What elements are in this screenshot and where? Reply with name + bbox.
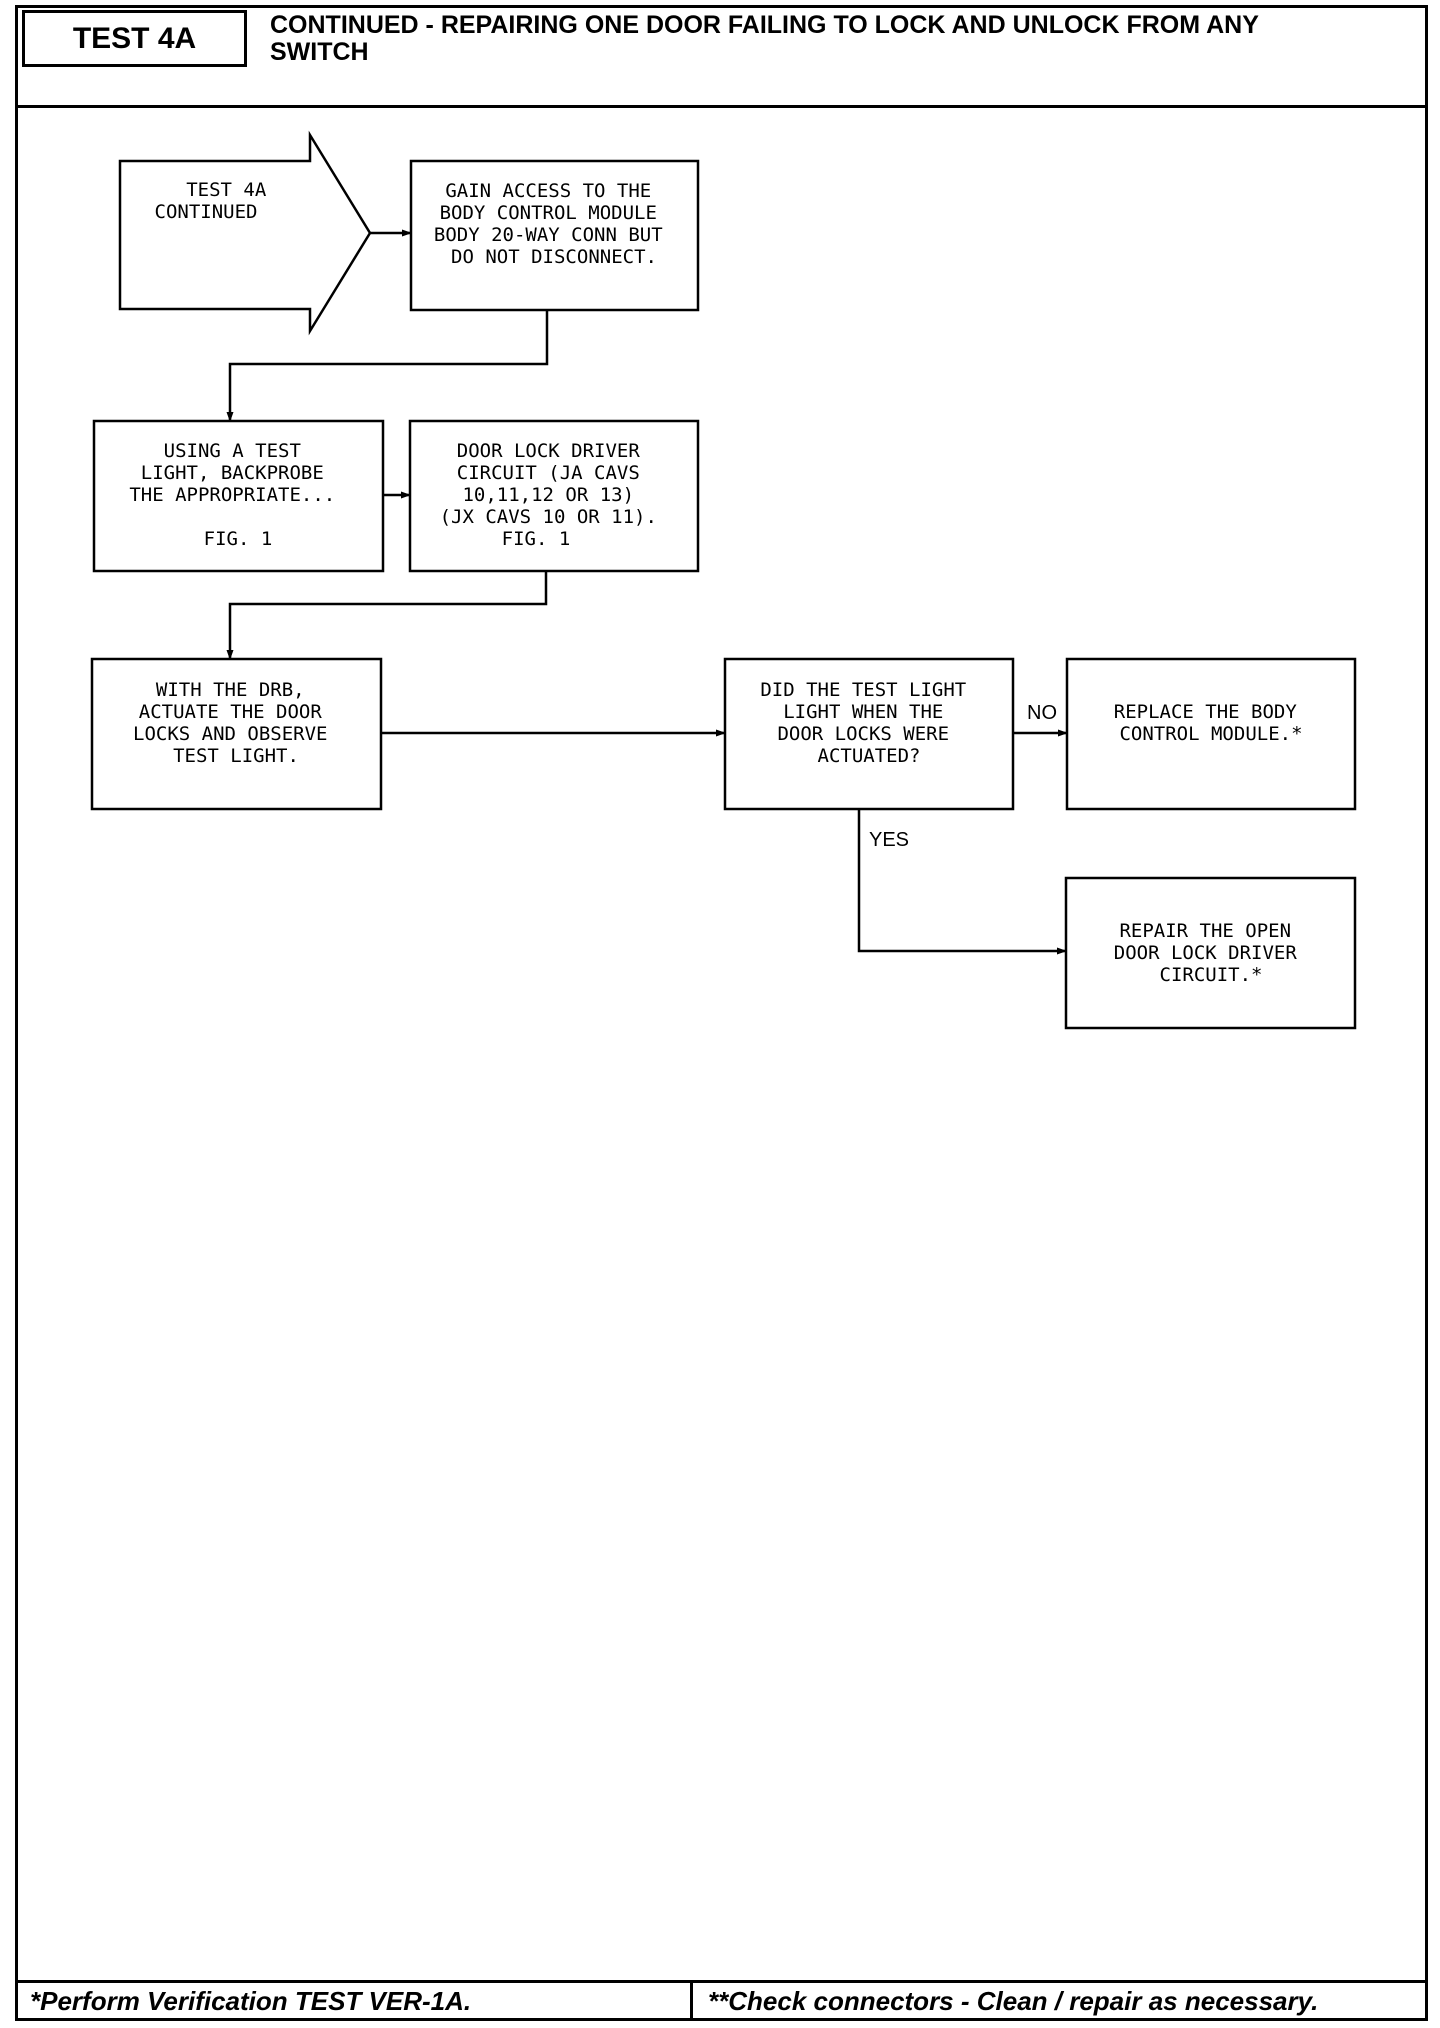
decision-line: LIGHT WHEN THE [783, 701, 943, 723]
repair-circuit-text: REPAIR THE OPEN DOOR LOCK DRIVER CIRCUIT… [1114, 920, 1308, 986]
decision-line: DID THE TEST LIGHT [760, 679, 966, 701]
header-divider [15, 105, 1428, 108]
repair-circuit-line: REPAIR THE OPEN [1119, 920, 1291, 942]
backprobe-text: USING A TEST LIGHT, BACKPROBE THE APPROP… [129, 440, 346, 550]
connector-decision-yes [857, 809, 1067, 955]
actuate-line: WITH THE DRB, [156, 679, 305, 701]
decision-line: DOOR LOCKS WERE [777, 723, 949, 745]
no-label: NO [1027, 702, 1057, 724]
footer-divider [15, 1980, 1428, 1983]
backprobe-box [92, 419, 385, 573]
driver-circuit-text: DOOR LOCK DRIVER CIRCUIT (JA CAVS 10,11,… [440, 440, 669, 550]
gain-access-line: BODY CONTROL MODULE [440, 202, 657, 224]
backprobe-line: THE APPROPRIATE... [129, 484, 335, 506]
replace-module-box [1065, 657, 1357, 811]
connector-driver-to-actuate [226, 571, 548, 660]
start-arrow-shape [118, 130, 372, 336]
footer-verification-note: *Perform Verification TEST VER-1A. [30, 1986, 472, 2016]
footer-connector-note: **Check connectors - Clean / repair as n… [708, 1986, 1319, 2016]
backprobe-line: LIGHT, BACKPROBE [141, 462, 324, 484]
page-frame [15, 5, 1428, 2021]
repair-circuit-step: REPAIR THE OPEN DOOR LOCK DRIVER CIRCUIT… [1064, 876, 1357, 1030]
driver-circuit-line: 10,11,12 OR 13) [462, 484, 634, 506]
driver-circuit-line: DOOR LOCK DRIVER [457, 440, 641, 462]
decision-line: ACTUATED? [818, 745, 921, 767]
decision-box [723, 657, 1015, 811]
replace-module-line: REPLACE THE BODY [1114, 701, 1298, 723]
test-number-label: TEST 4A [72, 21, 197, 55]
backprobe-step: USING A TEST LIGHT, BACKPROBE THE APPROP… [92, 419, 385, 573]
start-text: TEST 4A CONTINUED [155, 179, 278, 223]
repair-circuit-line: DOOR LOCK DRIVER [1114, 942, 1298, 964]
replace-module-line: CONTROL MODULE.* [1119, 723, 1302, 745]
repair-circuit-line: CIRCUIT.* [1160, 964, 1263, 986]
page-title: CONTINUED - REPAIRING ONE DOOR FAILING T… [270, 12, 1420, 66]
actuate-line: LOCKS AND OBSERVE [133, 723, 327, 745]
start-node: TEST 4A CONTINUED [118, 130, 372, 336]
page-title-line-1: CONTINUED - REPAIRING ONE DOOR FAILING T… [270, 11, 1259, 39]
start-line: CONTINUED [155, 201, 258, 223]
actuate-text: WITH THE DRB, ACTUATE THE DOOR LOCKS AND… [133, 679, 339, 767]
connector-access-to-backprobe [226, 310, 549, 422]
driver-circuit-line: FIG. 1 [502, 528, 571, 550]
backprobe-line: FIG. 1 [204, 528, 273, 550]
gain-access-text: GAIN ACCESS TO THE BODY CONTROL MODULE B… [434, 180, 674, 268]
footer-column-divider [690, 1980, 693, 2021]
gain-access-line: GAIN ACCESS TO THE [445, 180, 651, 202]
actuate-line: ACTUATE THE DOOR [139, 701, 323, 723]
connectors [226, 229, 1068, 955]
decision-text: DID THE TEST LIGHT LIGHT WHEN THE DOOR L… [760, 679, 977, 767]
gain-access-step: GAIN ACCESS TO THE BODY CONTROL MODULE B… [409, 159, 700, 312]
driver-circuit-line: CIRCUIT (JA CAVS [457, 462, 640, 484]
replace-module-step: REPLACE THE BODY CONTROL MODULE.* [1065, 657, 1357, 811]
decision-step: DID THE TEST LIGHT LIGHT WHEN THE DOOR L… [723, 657, 1015, 811]
actuate-step: WITH THE DRB, ACTUATE THE DOOR LOCKS AND… [90, 657, 383, 811]
gain-access-line: BODY 20-WAY CONN BUT [434, 224, 663, 246]
driver-circuit-box [408, 419, 700, 573]
actuate-line: TEST LIGHT. [173, 745, 299, 767]
backprobe-line: USING A TEST [164, 440, 301, 462]
page-title-line-2: SWITCH [270, 38, 369, 66]
start-line: TEST 4A [186, 179, 267, 201]
gain-access-line: DO NOT DISCONNECT. [451, 246, 657, 268]
repair-circuit-box [1064, 876, 1357, 1030]
replace-module-text: REPLACE THE BODY CONTROL MODULE.* [1114, 701, 1308, 745]
driver-circuit-step: DOOR LOCK DRIVER CIRCUIT (JA CAVS 10,11,… [408, 419, 700, 573]
driver-circuit-line: (JX CAVS 10 OR 11). [440, 506, 657, 528]
yes-label: YES [869, 829, 909, 851]
test-number-box: TEST 4A [22, 10, 247, 67]
gain-access-box [409, 159, 700, 312]
